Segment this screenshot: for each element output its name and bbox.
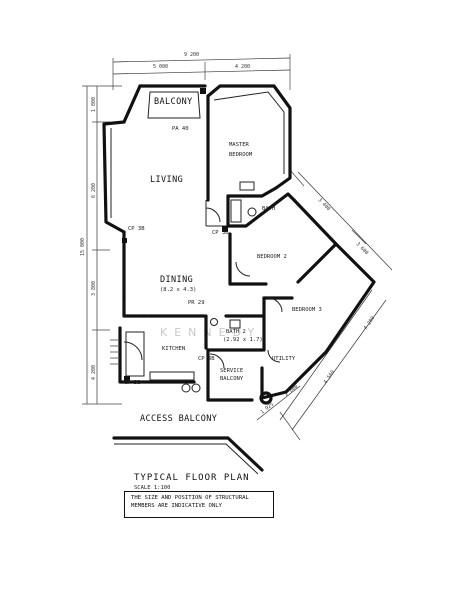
marker-cp3b-1: CP 3B bbox=[128, 226, 145, 232]
dim-left-4: 4 200 bbox=[91, 365, 97, 380]
room-bath-label: BATH bbox=[262, 206, 275, 212]
room-bedroom2-label: BEDROOM 2 bbox=[257, 254, 287, 260]
room-bath2-size: (2.92 x 1.7) bbox=[223, 337, 263, 343]
room-living-label: LIVING bbox=[150, 175, 183, 185]
dim-diag-4: 4 500 bbox=[323, 369, 337, 385]
structural-note: THE SIZE AND POSITION OF STRUCTURAL MEMB… bbox=[124, 491, 274, 518]
room-service-balcony-line2: BALCONY bbox=[220, 376, 244, 382]
room-bath2-label: BATH 2 bbox=[226, 329, 246, 335]
dimension-lines bbox=[82, 54, 393, 441]
dim-top-left: 5 000 bbox=[153, 64, 168, 70]
marker-cp3b-2: CP 3B bbox=[212, 230, 229, 236]
access-balcony-label: ACCESS BALCONY bbox=[140, 414, 217, 424]
marker-pr29: PR 29 bbox=[188, 300, 205, 306]
room-balcony-label: BALCONY bbox=[154, 97, 193, 107]
dim-diag-2: 3 600 bbox=[355, 241, 370, 256]
dim-diag-1: 3 400 bbox=[317, 197, 332, 212]
dim-diag-3: 4 200 bbox=[363, 315, 377, 331]
drawing-scale: SCALE 1:100 bbox=[134, 485, 170, 491]
room-bedroom3-label: BEDROOM 3 bbox=[292, 307, 322, 313]
dim-left-3: 3 800 bbox=[91, 281, 97, 296]
room-master-bedroom-line2: BEDROOM bbox=[229, 152, 253, 158]
marker-pa40: PA 40 bbox=[172, 126, 189, 132]
walls bbox=[102, 84, 376, 475]
drawing-title: TYPICAL FLOOR PLAN bbox=[134, 473, 250, 483]
dim-top-total: 9 200 bbox=[184, 52, 199, 58]
marker-cp3b-3: CP 3B bbox=[198, 356, 215, 362]
dim-left-2: 6 200 bbox=[91, 183, 97, 198]
dim-left-1: 1 800 bbox=[91, 97, 97, 112]
structural-note-line1: THE SIZE AND POSITION OF STRUCTURAL bbox=[131, 495, 249, 501]
dim-top-right: 4 200 bbox=[235, 64, 250, 70]
structural-note-line2: MEMBERS ARE INDICATIVE ONLY bbox=[131, 503, 222, 509]
room-dining-size: (8.2 x 4.3) bbox=[160, 287, 196, 293]
room-utility-label: UTILITY bbox=[272, 356, 296, 362]
room-dining-label: DINING bbox=[160, 275, 193, 285]
fixtures bbox=[110, 88, 285, 405]
room-kitchen-label: KITCHEN bbox=[162, 346, 185, 352]
room-master-bedroom-line1: MASTER bbox=[229, 142, 250, 148]
room-service-balcony-line1: SERVICE bbox=[220, 368, 243, 374]
dim-left-total: 15 000 bbox=[80, 238, 86, 256]
marker-cp3b-4: CP 3B bbox=[124, 380, 141, 386]
